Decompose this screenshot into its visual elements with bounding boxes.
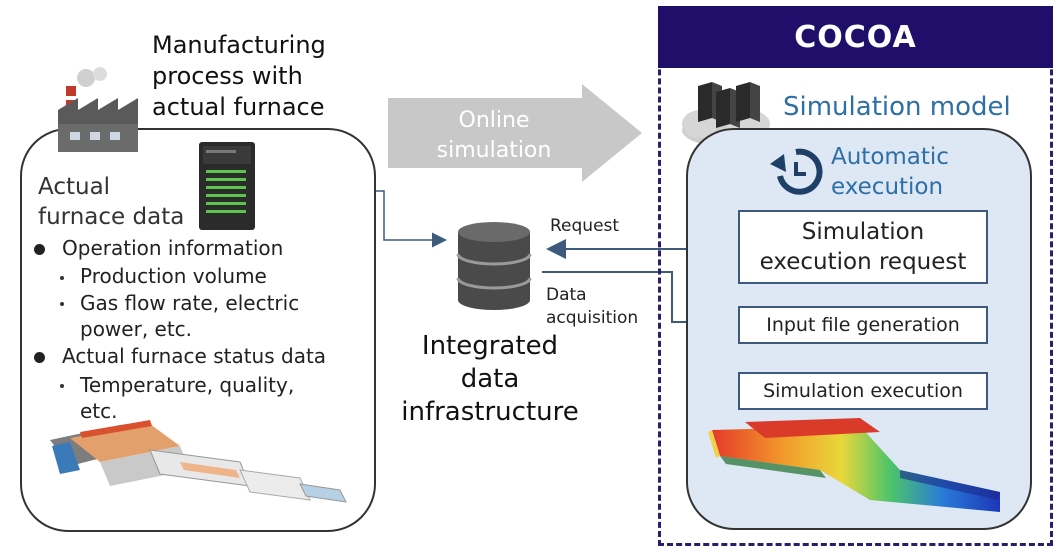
title-line: actual furnace [152, 93, 325, 121]
sub-bullet-dot [60, 276, 64, 280]
cocoa-title: COCOA [658, 6, 1053, 68]
auto-line: execution [831, 174, 944, 200]
sub-production-volume: Production volume [80, 264, 267, 288]
sub-line: Temperature, quality, [80, 373, 295, 397]
input-gen-label: Input file generation [766, 314, 960, 336]
online-simulation-arrow [388, 84, 642, 182]
db-label-line: data [460, 364, 520, 394]
integrated-data-label: Integrated data infrastructure [390, 330, 590, 429]
sub-line: power, etc. [80, 317, 193, 341]
data-acquisition-label: Data acquisition [546, 284, 638, 330]
request-box-line: execution request [759, 249, 967, 275]
sub-temperature: Temperature, quality, etc. [80, 372, 294, 424]
bullet-dot [34, 244, 45, 255]
request-box-line: Simulation [801, 219, 925, 245]
db-label-line: Integrated [421, 331, 559, 361]
arrow-label-line: simulation [436, 138, 552, 163]
label-line: furnace data [38, 204, 185, 230]
title-line: Manufacturing [152, 31, 326, 59]
bullet-operation-info: Operation information [62, 236, 284, 260]
sub-line: Gas flow rate, electric [80, 291, 300, 315]
request-label: Request [550, 216, 620, 236]
sub-line: etc. [80, 399, 118, 423]
bullet-dot [34, 352, 45, 363]
online-simulation-label: Online simulation [416, 106, 572, 166]
db-label-line: infrastructure [401, 397, 579, 427]
sub-bullet-dot [60, 384, 64, 388]
simulation-execution-request-box: Simulation execution request [738, 210, 988, 284]
automatic-execution-label: Automatic execution [831, 142, 949, 202]
simulation-execution-box: Simulation execution [738, 372, 988, 410]
title-line: process with [152, 62, 303, 90]
acq-line: acquisition [546, 308, 639, 328]
sub-gas-flow: Gas flow rate, electric power, etc. [80, 290, 299, 342]
bullet-furnace-status: Actual furnace status data [62, 344, 327, 368]
sim-exec-label: Simulation execution [763, 380, 963, 402]
acq-line: Data [546, 285, 587, 305]
auto-line: Automatic [831, 144, 949, 170]
label-line: Actual [38, 174, 111, 200]
simulation-model-label: Simulation model [783, 92, 1011, 122]
input-file-generation-box: Input file generation [738, 306, 988, 344]
actual-furnace-data-label: Actual furnace data [38, 172, 184, 232]
sub-bullet-dot [60, 302, 64, 306]
manufacturing-title: Manufacturing process with actual furnac… [152, 30, 326, 123]
arrow-label-line: Online [458, 108, 530, 133]
